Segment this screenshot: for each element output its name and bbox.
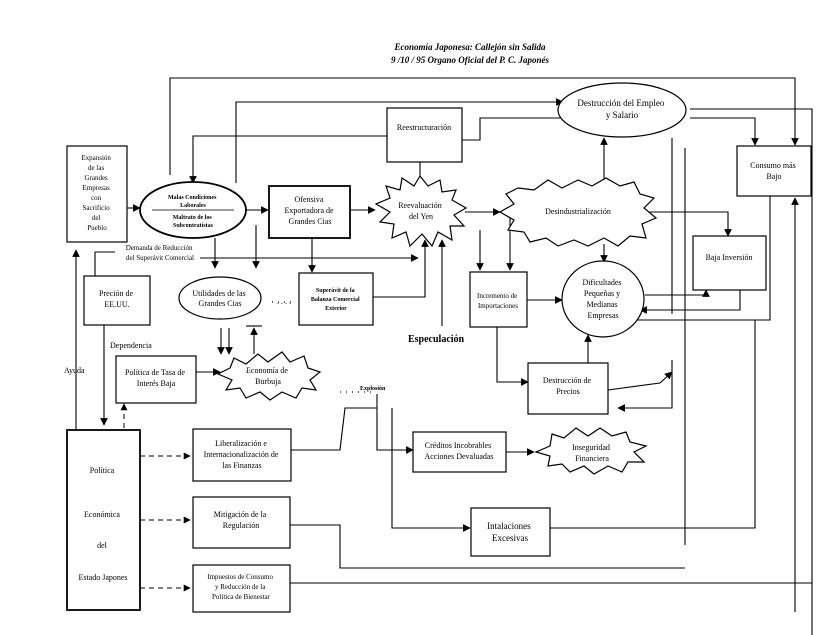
svg-text:Política Económica: Política Económica del Estado Japones — [78, 466, 127, 582]
svg-text:Incremento de Importacio: Incremento de Importaciones — [477, 292, 519, 310]
svg-text:Baja Inversión: Baja Inversión — [706, 253, 753, 262]
svg-text:Liberalización e Interna: Liberalización e Internacionalización de… — [204, 439, 281, 470]
node-dificultades: Dificultades Pequeñas y Medianas Empresa… — [561, 260, 645, 338]
node-demanda-reduccion: Demanda de Reducción del Superávit Comer… — [126, 244, 195, 262]
svg-text:Desindustrialización: Desindustrialización — [545, 207, 611, 216]
svg-text:Economía de Burbuja: Economía de Burbuja — [246, 366, 290, 386]
node-liberalizacion: Liberalización e Internacionalización de… — [192, 428, 292, 482]
svg-text:Consumo más Bajo: Consumo más Bajo — [750, 161, 798, 181]
svg-text:Maltrato de los Subcontr: Maltrato de los Subcontratistas — [173, 215, 214, 229]
label-ayuda: Ayuda — [64, 366, 85, 375]
svg-text:Reestructuración: Reestructuración — [397, 123, 451, 132]
node-incremento-importaciones: Incremento de Importaciones — [469, 271, 528, 328]
svg-text:Destrucción de Precios: Destrucción de Precios — [543, 376, 593, 396]
node-malas-condiciones: Malas Condiciones Laborales Maltrato de … — [139, 181, 247, 239]
node-reestructuracion: Reestructuración — [386, 107, 463, 163]
node-utilidades: Utilidades de las Grandes Cias — [178, 276, 262, 320]
node-baja-inversion: Baja Inversión — [692, 235, 767, 291]
svg-text:Destrucción del Empleo y: Destrucción del Empleo y Salario — [577, 98, 666, 120]
svg-text:Política de Tasa de Inte: Política de Tasa de Interés Baja — [125, 368, 187, 388]
label-dependencia: Dependencia — [110, 341, 152, 350]
svg-text:Reevaluación del Yen: Reevaluación del Yen — [398, 201, 444, 221]
svg-text:Dificultades Pequeñas y: Dificultades Pequeñas y Medianas Empresa… — [582, 278, 623, 320]
svg-text:Créditos Incobrables Acc: Créditos Incobrables Acciones Devaluadas — [424, 441, 493, 461]
node-economia-burbuja: Economía de Burbuja — [216, 351, 322, 401]
node-politica-economica: Política Económica del Estado Japones — [66, 429, 141, 611]
svg-text:Demanda de Reducción del: Demanda de Reducción del Superávit Comer… — [126, 244, 195, 262]
node-ofensiva-exportadora: Ofensiva Exportadora de Grandes Cias — [268, 185, 351, 239]
label-explosion: Explosión — [360, 386, 386, 392]
node-instalaciones: Intalaciones Excesivas — [470, 507, 551, 557]
svg-text:Malas Condiciones Labora: Malas Condiciones Laborales — [168, 195, 218, 209]
node-reevaluacion-yen: Reevaluación del Yen — [374, 174, 468, 248]
svg-text:Inseguridad Financiera: Inseguridad Financiera — [572, 443, 612, 463]
ellipsis-dots: . . . . — [277, 297, 291, 306]
node-politica-tasa: Política de Tasa de Interés Baja — [115, 355, 197, 404]
svg-text:Impuestos de Consumo y R: Impuestos de Consumo y Reducción de la P… — [207, 573, 274, 601]
svg-text:Intalaciones Excesivas: Intalaciones Excesivas — [487, 521, 533, 543]
node-inseguridad: Inseguridad Financiera — [534, 427, 648, 475]
node-creditos: Créditos Incobrables Acciones Devaluadas — [412, 431, 507, 473]
node-destruccion-precios: Destrucción de Precios — [527, 362, 609, 415]
svg-text:Utilidades de las Grande: Utilidades de las Grandes Cias — [192, 289, 247, 308]
svg-text:Preción de EE.UU.: Preción de EE.UU. — [99, 289, 135, 309]
node-consumo-bajo: Consumo más Bajo — [736, 145, 812, 197]
svg-text:Ofensiva Exportadora de: Ofensiva Exportadora de Grandes Cias — [284, 195, 335, 226]
node-destruccion-empleo: Destrucción del Empleo y Salario — [557, 82, 687, 138]
svg-text:Expansión de las G: Expansión de las Grandes Empresas con Sa… — [81, 154, 112, 232]
diagram-title: Economía Japonesa: Callejón sin Salida — [393, 42, 546, 52]
node-superavit: Superávit de la Balanza Comercial Exteri… — [298, 272, 374, 326]
diagram-subtitle: 9 /10 / 95 Organo Oficial del P. C. Japo… — [391, 55, 550, 65]
node-mitigacion: Mitigación de la Regulación — [192, 496, 291, 549]
node-desindustrializacion: Desindustrialización — [498, 177, 658, 247]
node-impuestos: Impuestos de Consumo y Reducción de la P… — [192, 564, 291, 613]
svg-text:Superávit de la Balanza: Superávit de la Balanza Comercial Exteri… — [311, 288, 361, 312]
node-expansion: Expansión de las Grandes Empresas con Sa… — [66, 145, 128, 243]
label-especulacion: Especulación — [408, 334, 465, 345]
node-presion-eeuu: Preción de EE.UU. — [83, 275, 151, 326]
svg-text:Mitigación de la Regulac: Mitigación de la Regulación — [214, 510, 268, 530]
